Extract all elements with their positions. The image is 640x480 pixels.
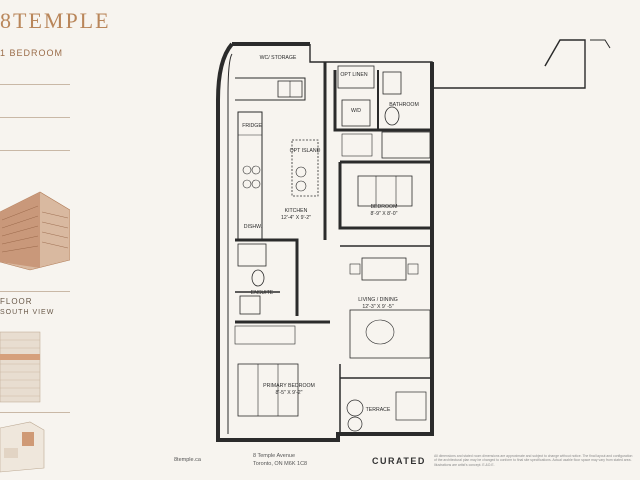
brand-logo: 8TEMPLE bbox=[0, 8, 111, 33]
terrace-plant bbox=[346, 399, 364, 417]
website-text[interactable]: 8temple.ca bbox=[174, 457, 201, 463]
label-opt-island: OPT ISLAND bbox=[290, 148, 321, 154]
primary-bed bbox=[237, 363, 299, 417]
label-bedroom-dims: 8'-9" X 8'-0" bbox=[370, 211, 397, 217]
address-line-1: 8 Temple Avenue bbox=[253, 453, 295, 459]
bedroom-closet bbox=[341, 133, 373, 157]
bathtub bbox=[381, 131, 431, 159]
bedroom-bed bbox=[357, 175, 413, 207]
cooktop-burner bbox=[242, 165, 252, 175]
ensuite-wall bbox=[235, 238, 299, 316]
bathroom-wall bbox=[333, 70, 432, 132]
label-dishwasher: DISHW. bbox=[244, 224, 262, 230]
building-rendering bbox=[0, 191, 70, 271]
wc-storage-wall bbox=[235, 77, 306, 101]
bedroom-wall bbox=[338, 162, 432, 230]
cooktop-burner bbox=[251, 179, 261, 189]
linen-closet bbox=[337, 65, 375, 89]
label-bedroom: BEDROOM bbox=[371, 204, 398, 210]
wall-inner-line bbox=[227, 53, 233, 434]
floor-label: FLOOR bbox=[0, 297, 33, 306]
key-plan bbox=[0, 421, 45, 473]
label-opt-linen: OPT LINEN bbox=[340, 72, 368, 78]
building-elevation bbox=[0, 331, 41, 403]
sofa bbox=[349, 309, 431, 359]
terrace-table bbox=[395, 391, 427, 421]
developer-logo: CURATED bbox=[372, 456, 426, 466]
kitchen-counter bbox=[237, 111, 263, 241]
ensuite-sink bbox=[239, 295, 261, 315]
label-living-dims: 12'-3" X 9' -5" bbox=[362, 304, 393, 310]
label-bathroom: BATHROOM bbox=[389, 102, 419, 108]
cooktop-burner bbox=[242, 179, 252, 189]
divider bbox=[0, 84, 70, 85]
terrace-plant bbox=[347, 416, 363, 432]
cooktop-burner bbox=[251, 165, 261, 175]
address-line-2: Toronto, ON M6K 1C8 bbox=[253, 460, 308, 467]
unit-type: 1 BEDROOM bbox=[0, 48, 64, 58]
label-kitchen: KITCHEN bbox=[285, 208, 308, 214]
disclaimer: All dimensions and stated room dimension… bbox=[434, 454, 633, 467]
label-wd: W/D bbox=[351, 108, 361, 114]
dining-table bbox=[361, 257, 407, 281]
terrace-edge bbox=[339, 364, 432, 434]
washer-dryer bbox=[341, 99, 371, 127]
optional-island bbox=[291, 139, 319, 197]
shower bbox=[237, 243, 267, 267]
ensuite-toilet bbox=[251, 269, 265, 287]
label-terrace: TERRACE bbox=[366, 407, 391, 413]
bathroom-sink bbox=[382, 71, 402, 95]
view-label: SOUTH VIEW bbox=[0, 309, 55, 316]
divider bbox=[0, 117, 70, 118]
balcony-outline bbox=[309, 39, 586, 89]
primary-closet bbox=[234, 325, 296, 345]
coffee-table bbox=[365, 319, 395, 345]
label-primary-dims: 8'-5" X 9'-2" bbox=[275, 390, 302, 396]
address: 8 Temple Avenue Toronto, ON M6K 1C8 bbox=[253, 453, 307, 468]
label-living-dining: LIVING / DINING bbox=[358, 297, 398, 303]
label-fridge: FRIDGE bbox=[242, 123, 262, 129]
label-kitchen-dims: 12'-4" X 9'-2" bbox=[281, 215, 311, 221]
divider bbox=[0, 150, 70, 151]
label-wc-storage: WC/ STORAGE bbox=[260, 55, 297, 61]
unit-info-panel: 8TEMPLE 1 BEDROOM FLOOR SOUTH VIEW bbox=[0, 0, 109, 480]
door-swing bbox=[544, 39, 611, 67]
label-primary-bedroom: PRIMARY BEDROOM bbox=[263, 383, 315, 389]
toilet bbox=[384, 106, 400, 126]
label-ensuite: ENSUITE bbox=[251, 290, 274, 296]
exterior-wall bbox=[216, 42, 434, 442]
divider bbox=[0, 412, 70, 413]
divider bbox=[0, 291, 70, 292]
